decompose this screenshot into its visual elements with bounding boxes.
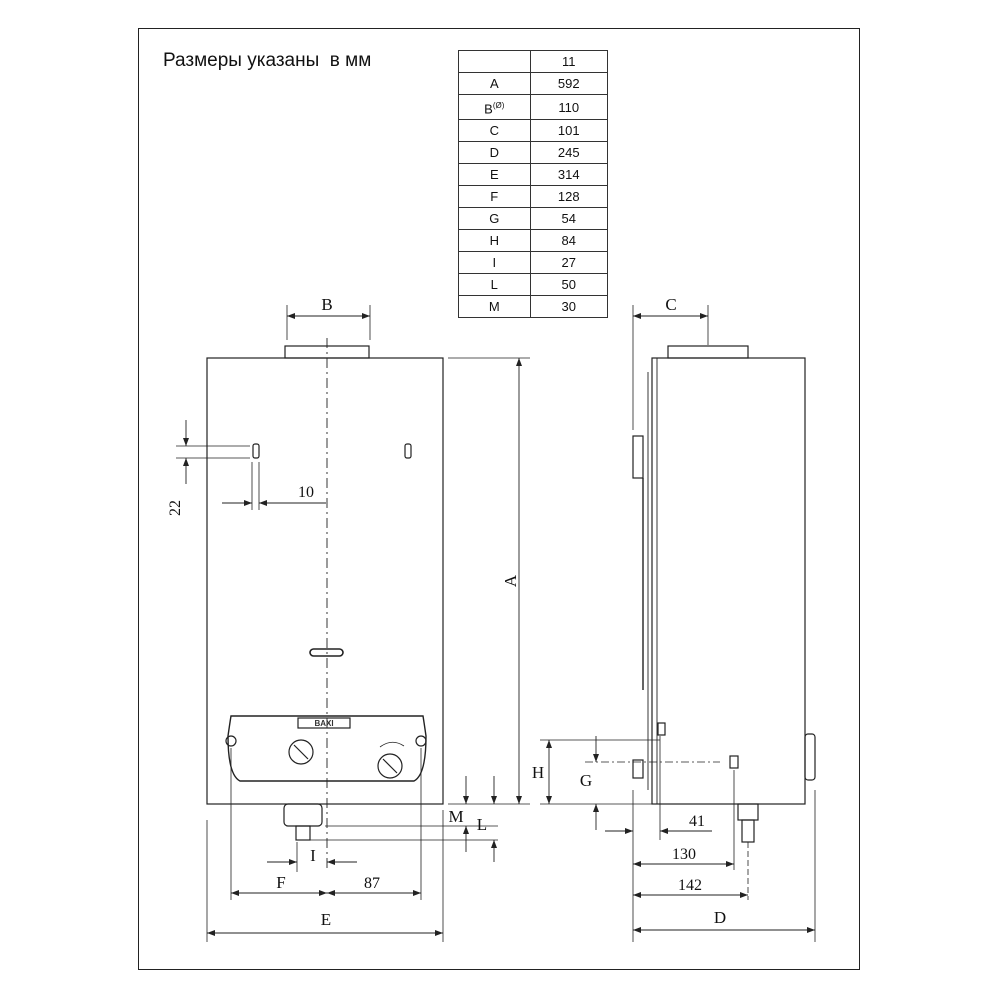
dimension-key-text: G [489,211,500,227]
side-body [651,357,806,805]
dimension-value: 27 [529,251,609,275]
right-knob-scale [379,741,405,748]
side-knob [804,733,816,781]
screw-left [225,735,237,747]
label-f: F [276,873,285,892]
dimension-value: 110 [529,93,609,121]
dimension-value: 101 [529,119,609,143]
dimension-key-text: I [492,255,497,271]
label-d: D [714,908,726,927]
side-view [540,305,816,942]
brand-logo: BAXI [314,719,333,728]
label-e: E [321,910,331,929]
dim-142-label: 142 [678,877,702,894]
dimension-key-text: D [489,145,499,161]
dimension-value: 245 [529,141,609,165]
dimension-key-text: E [489,167,499,183]
mount-slot-right [404,443,412,459]
table-row: L 50 [458,273,609,297]
front-body [206,357,444,805]
label-a: A [501,574,520,587]
left-knob [288,739,314,765]
label-m: M [448,807,463,826]
control-panel [227,715,427,782]
dimension-key-text: H [489,233,499,249]
dimension-key-text: A [489,76,499,91]
table-row: H 84 [458,229,609,253]
label-h: H [532,763,544,782]
dimension-key-text: L [490,277,498,293]
dimension-key-superscript: (Ø) [492,101,505,110]
table-row: D 245 [458,141,609,165]
table-row: M 30 [458,295,609,319]
side-outlet-pipe [741,819,755,843]
label-l: L [477,815,487,834]
label-g: G [580,771,592,790]
left-knob-grip [293,744,309,760]
bottom-fitting [283,803,323,827]
dimension-key-text: F [490,189,499,205]
label-i: I [310,846,316,865]
sight-window [309,648,344,657]
dim-41-label: 41 [689,813,705,830]
right-knob-grip [382,758,398,774]
front-view-labels: BAXI B A 22 10 M L I F 87 E [167,295,520,929]
side-view-labels: C H G 41 130 142 D [532,295,726,927]
dimension-value: 50 [529,273,609,297]
bottom-pipe [295,825,311,841]
dimension-key-text: M [488,299,500,315]
screw-right [415,735,427,747]
dimension-key-text: B [484,101,493,117]
side-flue-collar [667,345,749,359]
dim-22-label: 22 [167,500,184,516]
table-row: B(Ø)110 [458,93,609,121]
table-row: I 27 [458,251,609,275]
wall-bracket [632,435,644,479]
side-port-1 [657,722,666,736]
dimension-value: 128 [529,185,609,209]
dimension-key: M [458,295,531,319]
side-outlet-fitting [737,803,759,821]
table-row: C 101 [458,119,609,143]
logo-plate [297,717,351,729]
dimension-key-text: C [489,123,499,139]
side-port-2 [729,755,739,769]
lower-bracket [632,759,644,779]
label-c: C [665,295,676,314]
dimension-key: B(Ø) [458,93,531,121]
right-knob [377,753,403,779]
dim-87-label: 87 [364,875,380,892]
dim-130-label: 130 [672,846,696,863]
units-note: Размеры указаны в мм [163,50,372,71]
label-b: B [321,295,332,314]
front-view [176,305,530,942]
dimension-value: 30 [529,295,609,319]
dimension-value: 84 [529,229,609,253]
dim-10-label: 10 [298,484,314,501]
mount-slot-left [252,443,260,459]
